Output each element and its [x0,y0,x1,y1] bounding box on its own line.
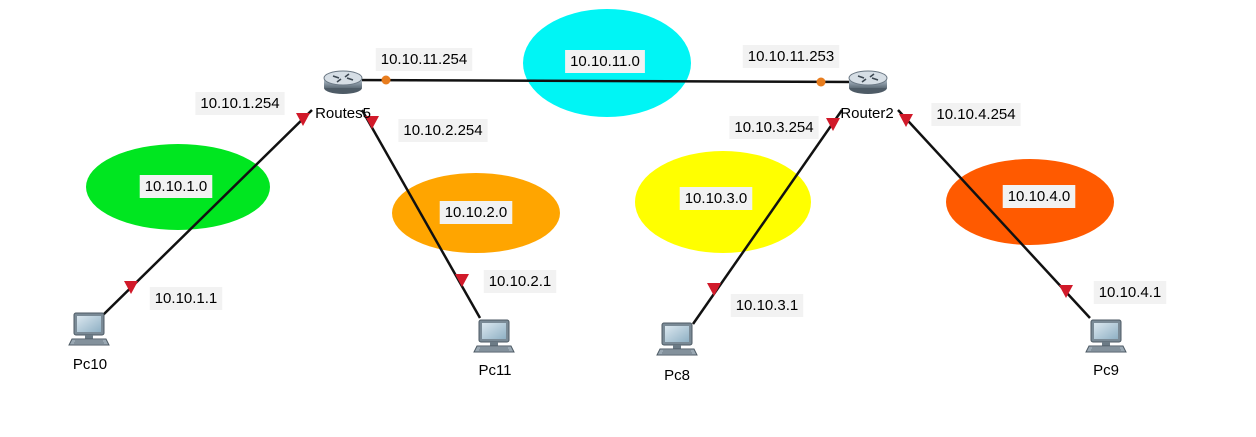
device-name-pc8: Pc8 [664,367,690,384]
port-triangle-routes5-net2 [365,116,379,129]
device-name-pc9: Pc9 [1093,362,1119,379]
network-label-10-10-1-0: 10.10.1.0 [139,175,213,198]
network-address-text: 10.10.3.0 [685,190,748,207]
ip-address-text: 10.10.2.1 [489,273,552,290]
port-triangle-router2-net3 [826,118,840,131]
pc-icon [656,322,698,356]
ip-address-text: 10.10.1.1 [155,290,218,307]
cable-routes5-router2[interactable] [344,78,861,84]
router-icon [323,70,363,95]
pc-icon [473,319,515,353]
pc-pc9[interactable] [1085,319,1127,353]
port-triangle-router2-net4 [899,114,913,127]
network-address-text: 10.10.11.0 [570,53,640,70]
port-dot-routes5-wan [381,75,391,85]
ip-label-routes5-net2: 10.10.2.254 [398,119,488,142]
router-icon [848,70,888,95]
network-label-10-10-11-0: 10.10.11.0 [565,50,645,73]
pc-icon [68,312,110,346]
cable-routes5-pc10[interactable] [102,109,313,316]
network-address-text: 10.10.2.0 [445,204,508,221]
ip-label-pc11: 10.10.2.1 [483,270,557,293]
ip-address-text: 10.10.4.1 [1099,284,1162,301]
device-name-pc11: Pc11 [478,362,511,379]
device-name-routes5: Routes5 [315,105,371,122]
device-name-router2: Router2 [840,105,893,122]
ip-address-text: 10.10.4.254 [936,106,1015,123]
port-triangle-pc8 [707,283,721,296]
cable-router2-pc9[interactable] [897,109,1091,319]
ip-address-text: 10.10.11.253 [748,48,834,65]
ip-address-text: 10.10.2.254 [403,122,482,139]
ip-label-router2-net3: 10.10.3.254 [729,116,819,139]
pc-pc8[interactable] [656,322,698,356]
ip-label-router2-wan: 10.10.11.253 [742,45,840,68]
ip-label-routes5-net1: 10.10.1.254 [195,92,285,115]
pc-icon [1085,319,1127,353]
network-label-10-10-3-0: 10.10.3.0 [679,187,753,210]
network-label-10-10-2-0: 10.10.2.0 [439,201,513,224]
ip-address-text: 10.10.3.254 [734,119,813,136]
ip-label-pc8: 10.10.3.1 [730,294,804,317]
port-dot-router2-wan [816,77,826,87]
network-address-text: 10.10.1.0 [145,178,208,195]
port-triangle-pc10 [124,281,138,294]
router-routes5[interactable] [323,70,363,95]
port-triangle-pc9 [1059,285,1073,298]
port-triangle-routes5-net1 [296,113,310,126]
pc-pc10[interactable] [68,312,110,346]
ip-address-text: 10.10.3.1 [736,297,799,314]
ip-label-router2-net4: 10.10.4.254 [931,103,1021,126]
device-name-pc10: Pc10 [73,356,107,373]
pc-pc11[interactable] [473,319,515,353]
port-triangle-pc11 [455,274,469,287]
ip-label-pc9: 10.10.4.1 [1093,281,1167,304]
network-label-10-10-4-0: 10.10.4.0 [1002,185,1076,208]
network-address-text: 10.10.4.0 [1008,188,1071,205]
router-router2[interactable] [848,70,888,95]
ip-address-text: 10.10.11.254 [381,51,467,68]
ip-label-pc10: 10.10.1.1 [149,287,223,310]
ip-address-text: 10.10.1.254 [200,95,279,112]
ip-label-routes5-wan: 10.10.11.254 [375,48,473,71]
